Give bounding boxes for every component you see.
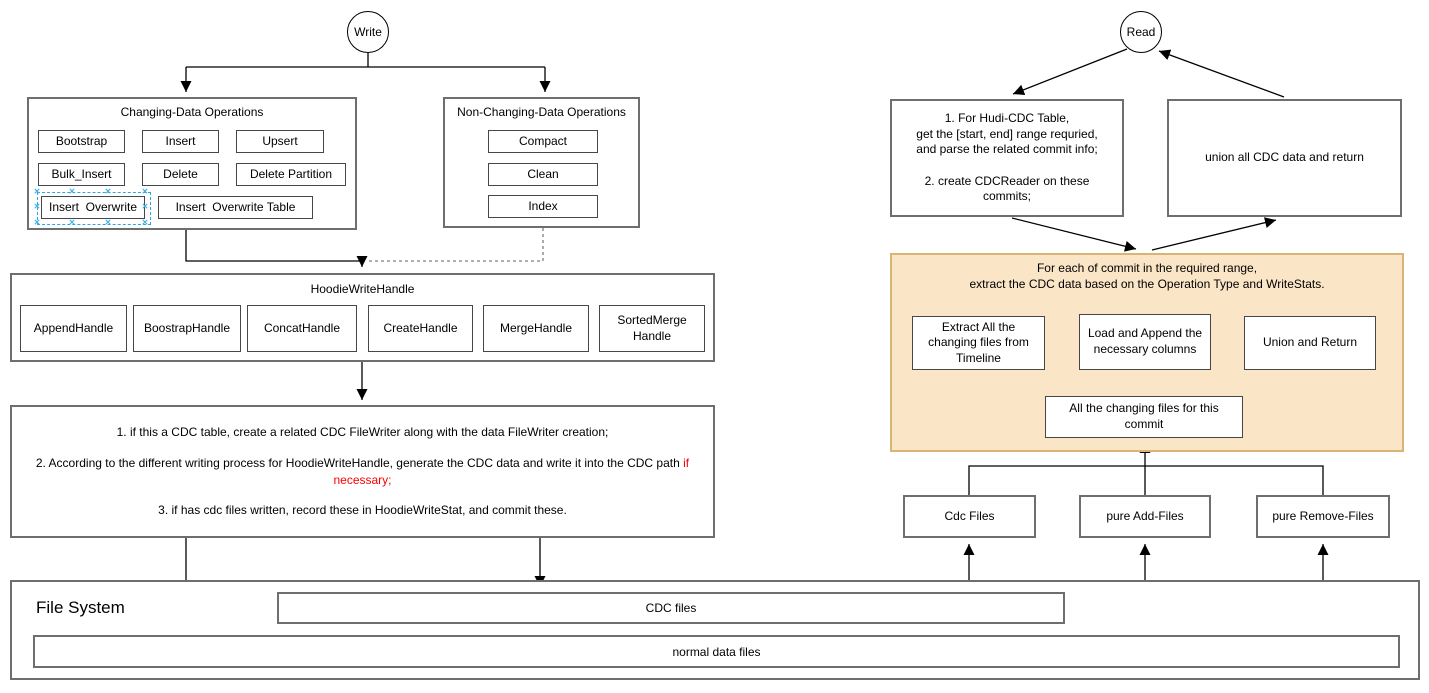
pure-remove-files-box[interactable]: pure Remove-Files xyxy=(1256,495,1390,538)
resize-handle-icon[interactable]: ✕ xyxy=(68,187,76,196)
resize-handle-icon[interactable]: ✕ xyxy=(141,218,149,227)
cdc-write-step-1: 1. if this a CDC table, create a related… xyxy=(116,424,609,439)
sorted-merge-handle-node[interactable]: SortedMerge Handle xyxy=(599,305,705,352)
op-delete[interactable]: Delete xyxy=(142,163,219,186)
append-handle-node[interactable]: AppendHandle xyxy=(20,305,127,352)
read-prepare-box[interactable]: 1. For Hudi-CDC Table, get the [start, e… xyxy=(890,99,1124,217)
changing-files-for-commit-box[interactable]: All the changing files for this commit xyxy=(1045,396,1243,438)
concat-handle-node[interactable]: ConcatHandle xyxy=(247,305,357,352)
cdc-files-box[interactable]: Cdc Files xyxy=(903,495,1036,538)
op-index[interactable]: Index xyxy=(488,195,598,218)
op-insert-overwrite[interactable]: Insert Overwrite xyxy=(41,196,145,219)
write-node-label: Write xyxy=(354,25,382,39)
write-node[interactable]: Write xyxy=(347,11,389,53)
op-clean[interactable]: Clean xyxy=(488,163,598,186)
pure-add-files-box[interactable]: pure Add-Files xyxy=(1079,495,1211,538)
op-delete-partition[interactable]: Delete Partition xyxy=(236,163,346,186)
changing-data-operations-title: Changing-Data Operations xyxy=(120,105,264,119)
resize-handle-icon[interactable]: ✕ xyxy=(68,218,76,227)
create-handle-node[interactable]: CreateHandle xyxy=(368,305,473,352)
cdc-write-step-3: 3. if has cdc files written, record thes… xyxy=(158,503,567,518)
union-all-cdc-box[interactable]: union all CDC data and return xyxy=(1167,99,1402,217)
op-insert[interactable]: Insert xyxy=(142,130,219,153)
resize-handle-icon[interactable]: ✕ xyxy=(141,187,149,196)
if-necessary-highlight: if necessary; xyxy=(333,455,690,487)
resize-handle-icon[interactable]: ✕ xyxy=(104,218,112,227)
merge-handle-node[interactable]: MergeHandle xyxy=(483,305,589,352)
resize-handle-icon[interactable]: ✕ xyxy=(33,202,41,211)
boostrap-handle-node[interactable]: BoostrapHandle xyxy=(133,305,241,352)
op-bulk-insert[interactable]: Bulk_Insert xyxy=(38,163,125,186)
non-changing-data-operations-group[interactable] xyxy=(443,97,640,228)
resize-handle-icon[interactable]: ✕ xyxy=(104,187,112,196)
extract-changing-files-box[interactable]: Extract All the changing files from Time… xyxy=(912,316,1045,370)
normal-data-files-store[interactable]: normal data files xyxy=(33,635,1400,668)
per-commit-title: For each of commit in the required range… xyxy=(969,261,1325,292)
non-changing-data-operations-title: Non-Changing-Data Operations xyxy=(457,105,626,119)
resize-handle-icon[interactable]: ✕ xyxy=(141,202,149,211)
hoodie-write-handle-group[interactable] xyxy=(10,273,715,362)
read-node-label: Read xyxy=(1126,25,1156,39)
op-insert-overwrite-table[interactable]: Insert Overwrite Table xyxy=(158,196,313,219)
resize-handle-icon[interactable]: ✕ xyxy=(33,187,41,196)
op-upsert[interactable]: Upsert xyxy=(236,130,324,153)
hoodie-write-handle-title: HoodieWriteHandle xyxy=(310,282,415,296)
file-system-label: File System xyxy=(36,598,125,617)
union-and-return-box[interactable]: Union and Return xyxy=(1244,316,1376,370)
op-compact[interactable]: Compact xyxy=(488,130,598,153)
cdc-write-steps-box[interactable]: 1. if this a CDC table, create a related… xyxy=(10,405,715,538)
op-bootstrap[interactable]: Bootstrap xyxy=(38,130,125,153)
cdc-files-store[interactable]: CDC files xyxy=(277,592,1065,624)
load-append-columns-box[interactable]: Load and Append the necessary columns xyxy=(1079,314,1211,370)
cdc-write-step-2: 2. According to the different writing pr… xyxy=(35,455,690,487)
resize-handle-icon[interactable]: ✕ xyxy=(33,218,41,227)
read-node[interactable]: Read xyxy=(1120,11,1162,53)
